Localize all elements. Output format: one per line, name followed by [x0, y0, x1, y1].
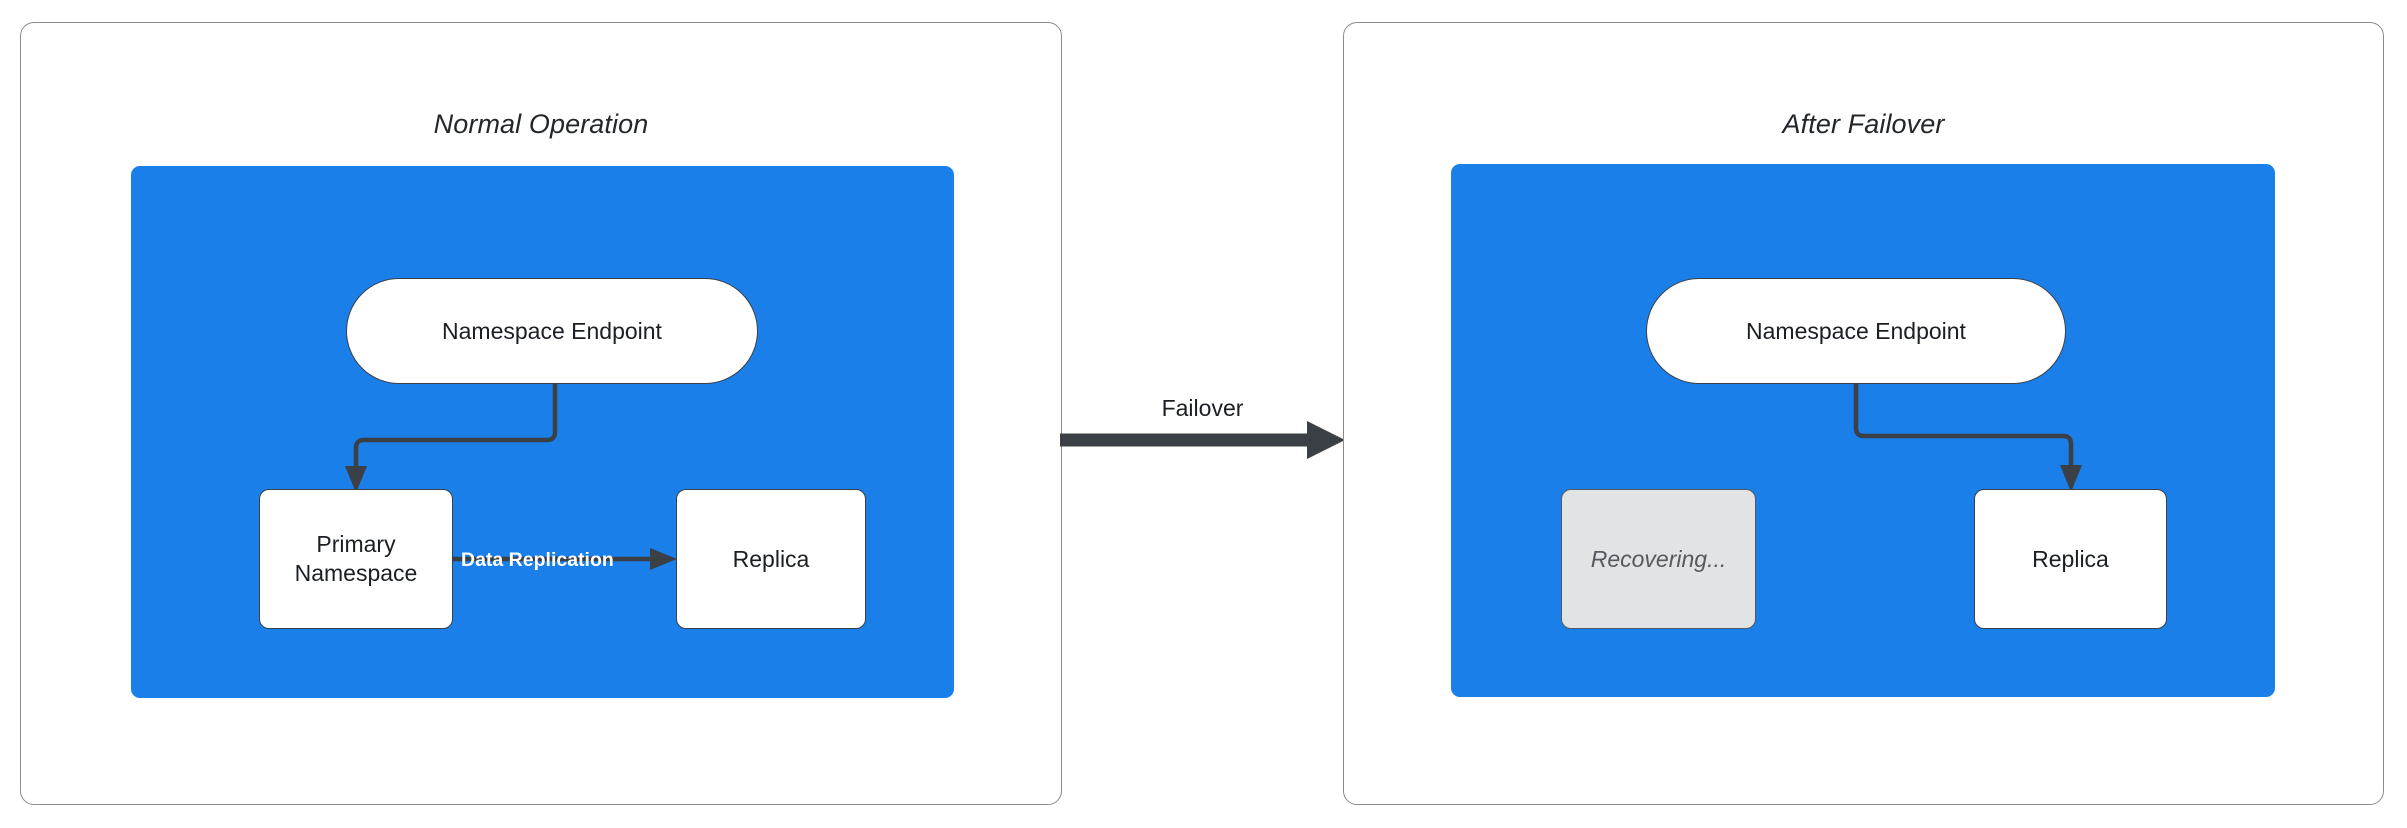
failover-arrowhead — [1307, 421, 1345, 459]
node-label: Replica — [732, 545, 810, 572]
node-replica-failover[interactable]: Replica — [1974, 489, 2167, 629]
node-label-multiline: Primary Namespace — [295, 530, 418, 588]
edge-endpoint-to-replica — [1853, 384, 2074, 474]
node-label: Recovering... — [1590, 545, 1727, 572]
arrowhead-primary-to-replica — [650, 548, 677, 570]
node-label: Replica — [2032, 545, 2109, 572]
panel-title-normal-operation: Normal Operation — [433, 109, 649, 139]
edge-endpoint-to-primary — [353, 384, 558, 476]
node-namespace-endpoint-normal[interactable]: Namespace Endpoint — [346, 278, 758, 384]
node-namespace-endpoint-failover[interactable]: Namespace Endpoint — [1646, 278, 2066, 384]
node-label: Namespace Endpoint — [1746, 317, 1966, 344]
failover-label: Failover — [1161, 395, 1244, 421]
node-primary-namespace[interactable]: Primary Namespace — [259, 489, 453, 629]
cluster-box-normal-operation: Namespace Endpoint Primary Namespace Rep… — [131, 166, 954, 698]
node-recovering[interactable]: Recovering... — [1561, 489, 1756, 629]
edge-label-data-replication: Data Replication — [461, 549, 614, 571]
node-label: Namespace Endpoint — [442, 317, 662, 344]
panel-normal-operation: Normal Operation Namespace Endpoint Prim… — [20, 22, 1062, 805]
node-label-line1: Primary — [316, 531, 396, 558]
node-label-line2: Namespace — [294, 560, 418, 586]
cluster-box-after-failover: Namespace Endpoint Recovering... Replica — [1451, 164, 2275, 697]
failover-transition: Failover — [1055, 395, 1350, 475]
arrowhead-endpoint-to-replica — [2060, 465, 2082, 492]
panel-after-failover: After Failover Namespace Endpoint Recove… — [1343, 22, 2384, 805]
panel-title-after-failover: After Failover — [1782, 109, 1945, 139]
node-replica-normal[interactable]: Replica — [676, 489, 866, 629]
